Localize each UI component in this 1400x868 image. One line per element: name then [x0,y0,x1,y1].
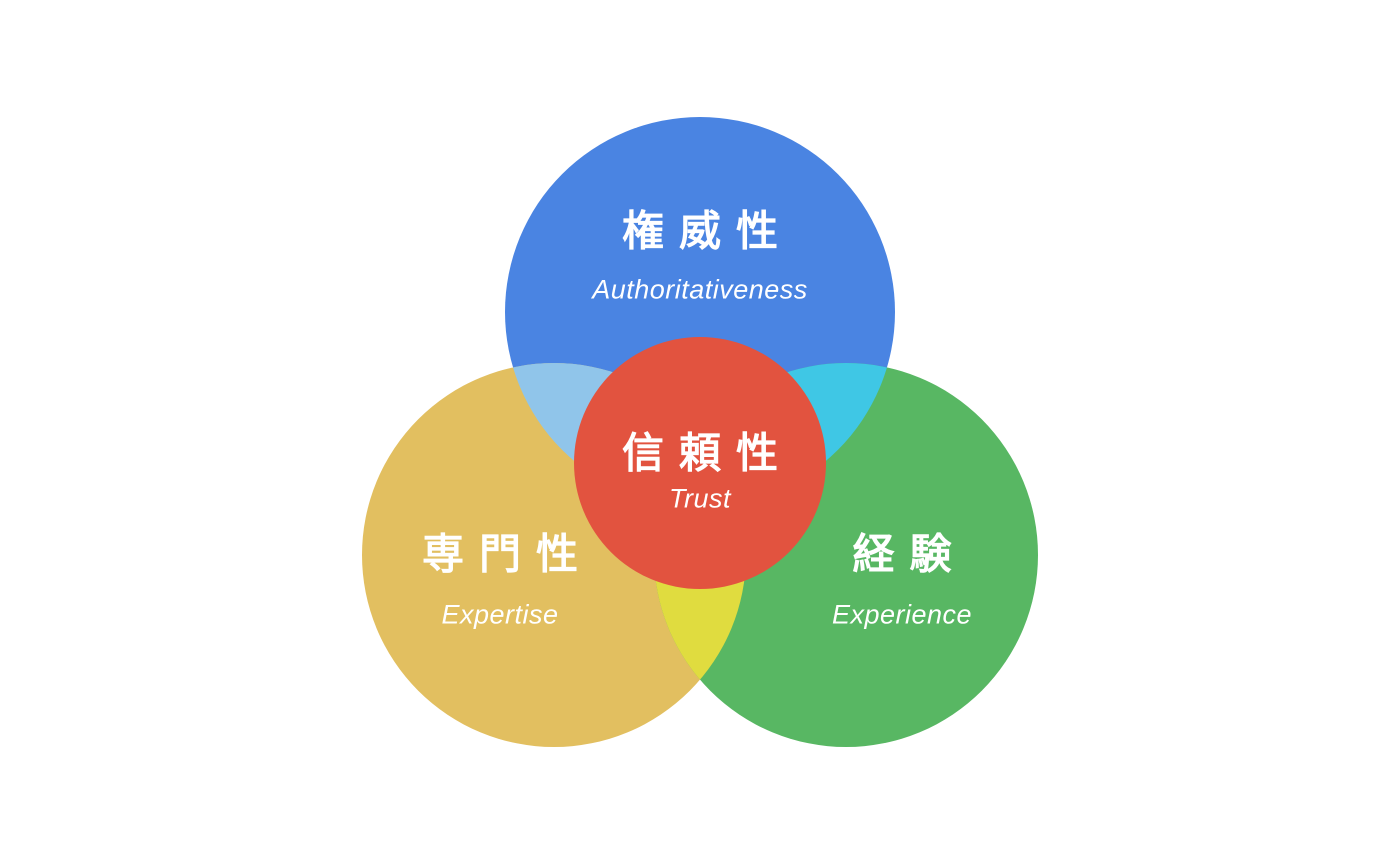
expertise-en-label: Expertise [441,599,559,630]
experience-jp-label: 経験 [852,530,967,578]
trust-circle [574,337,826,589]
experience-en-label: Experience [831,599,973,630]
trust-en-label: Trust [669,483,731,514]
trust-jp-label: 信頼性 [621,429,794,477]
authoritativeness-en-label: Authoritativeness [592,274,808,305]
authoritativeness-jp-label: 権威性 [621,207,794,255]
expertise-jp-label: 専門性 [421,530,594,578]
